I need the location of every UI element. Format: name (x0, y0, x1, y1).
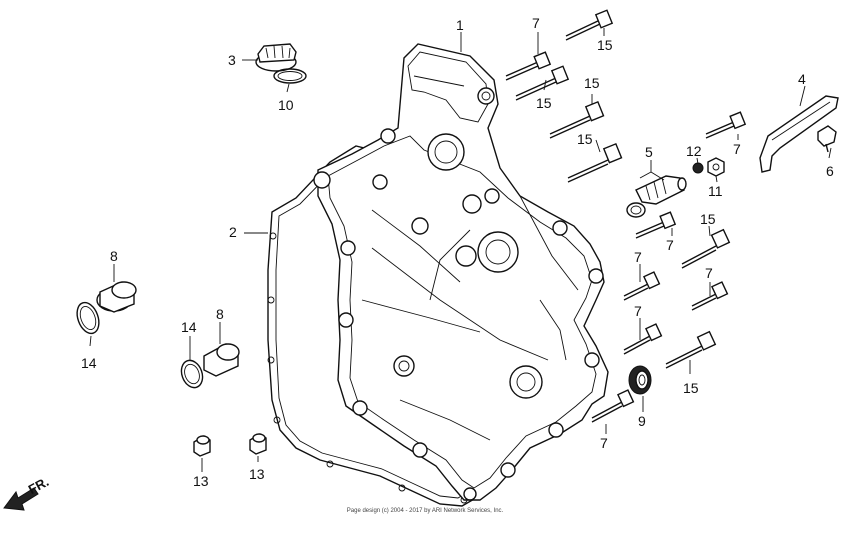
callout-7-mid: 7 (666, 237, 674, 253)
copyright-footer: Page design (c) 2004 - 2017 by ARI Netwo… (346, 508, 504, 514)
neutral-switch-part-5 (626, 175, 687, 218)
callout-7-a: 7 (634, 249, 642, 265)
o-ring-part-14-left (76, 301, 100, 335)
callout-15-third: 15 (584, 75, 600, 91)
callout-14-right: 14 (181, 319, 197, 335)
oil-filler-cap-part-3 (255, 43, 297, 72)
callout-2: 2 (229, 224, 237, 240)
dowel-pin-part-13-right (249, 433, 267, 455)
callout-13-left: 13 (193, 473, 209, 489)
dowel-pin-part-13-left (193, 435, 211, 457)
bolt-15-fifth (681, 228, 731, 269)
callout-3: 3 (228, 52, 236, 68)
callout-8-left: 8 (110, 248, 118, 264)
o-ring-part-10 (273, 68, 307, 84)
callout-14-left: 14 (81, 355, 97, 371)
washer-part-12 (692, 162, 704, 174)
bolt-15-top (565, 9, 614, 41)
bearing-part-9 (628, 365, 652, 395)
bolt-7-c (623, 323, 663, 355)
front-direction-arrow (3, 487, 39, 511)
leader-lines (89, 28, 832, 472)
callout-8-right: 8 (216, 306, 224, 322)
callout-11: 11 (708, 183, 723, 199)
bolt-15-second (515, 65, 570, 101)
bracket-part-4 (759, 95, 839, 173)
callout-15-sixth: 15 (683, 380, 699, 396)
callout-5: 5 (645, 144, 653, 160)
callout-15-top: 15 (597, 37, 613, 53)
callout-1: 1 (456, 17, 464, 33)
callout-7-right-upper: 7 (733, 141, 741, 157)
collar-part-8-left (96, 281, 137, 313)
bolt-part-6 (817, 125, 837, 153)
bolt-7-mid (635, 211, 677, 239)
callout-7-top: 7 (532, 15, 540, 31)
cover-bolt-bosses (313, 128, 604, 501)
callout-7-c: 7 (634, 303, 642, 319)
callout-13-right: 13 (249, 466, 265, 482)
nut-part-11 (707, 157, 725, 177)
bolt-15-third (549, 100, 605, 139)
transmission-case-cover-part-1 (313, 43, 609, 501)
bolt-7-a (623, 271, 661, 301)
collar-part-8-right (203, 343, 240, 377)
callout-15-fourth: 15 (577, 131, 593, 147)
callout-6: 6 (826, 163, 834, 179)
bolt-15-fourth (567, 142, 623, 183)
bolt-15-sixth (665, 330, 717, 369)
callout-9: 9 (638, 413, 646, 429)
o-ring-part-14-right (180, 359, 204, 389)
callout-10: 10 (278, 97, 294, 113)
bolt-7-d (591, 389, 635, 423)
callout-12: 12 (686, 143, 702, 159)
flange-bolts (505, 9, 747, 423)
bolt-7-upper (505, 51, 552, 81)
callout-7-d: 7 (600, 435, 608, 451)
callout-4: 4 (798, 71, 806, 87)
callout-15-fifth: 15 (700, 211, 716, 227)
callout-15-second: 15 (536, 95, 552, 111)
bolt-7-right-upper (705, 111, 747, 139)
bolt-7-b (691, 281, 729, 311)
callout-7-b: 7 (705, 265, 713, 281)
